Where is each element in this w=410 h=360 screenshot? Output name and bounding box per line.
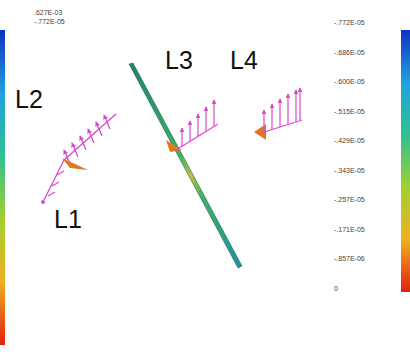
part-label: L2: [15, 87, 43, 112]
node-point: [41, 200, 45, 204]
scale-value: -.515E-05: [334, 108, 365, 115]
scale-value: -.686E-05: [334, 49, 365, 56]
load-arrows: [44, 114, 116, 200]
scale-value: -.429E-05: [334, 137, 365, 144]
scale-value: -.600E-05: [334, 78, 365, 85]
part-label: L3: [165, 48, 193, 73]
min-value: -.772E-05: [34, 18, 65, 25]
support: [62, 158, 88, 170]
max-value: .627E-03: [34, 9, 62, 16]
scale-value: -.171E-05: [334, 226, 365, 233]
scale-value: -.343E-05: [334, 167, 365, 174]
part-label: L4: [230, 48, 258, 73]
scale-value: -.257E-05: [334, 196, 365, 203]
load-arrows: [258, 88, 302, 134]
load-arrows: [176, 100, 218, 150]
scale-value: -.857E-06: [334, 255, 365, 262]
color-bar: [401, 30, 410, 292]
color-bar: [0, 30, 5, 345]
support: [166, 140, 182, 152]
scale-value: 0: [334, 285, 338, 292]
part-label: L1: [54, 207, 82, 232]
scale-value: -.772E-05: [334, 19, 365, 26]
beam: [129, 63, 242, 268]
